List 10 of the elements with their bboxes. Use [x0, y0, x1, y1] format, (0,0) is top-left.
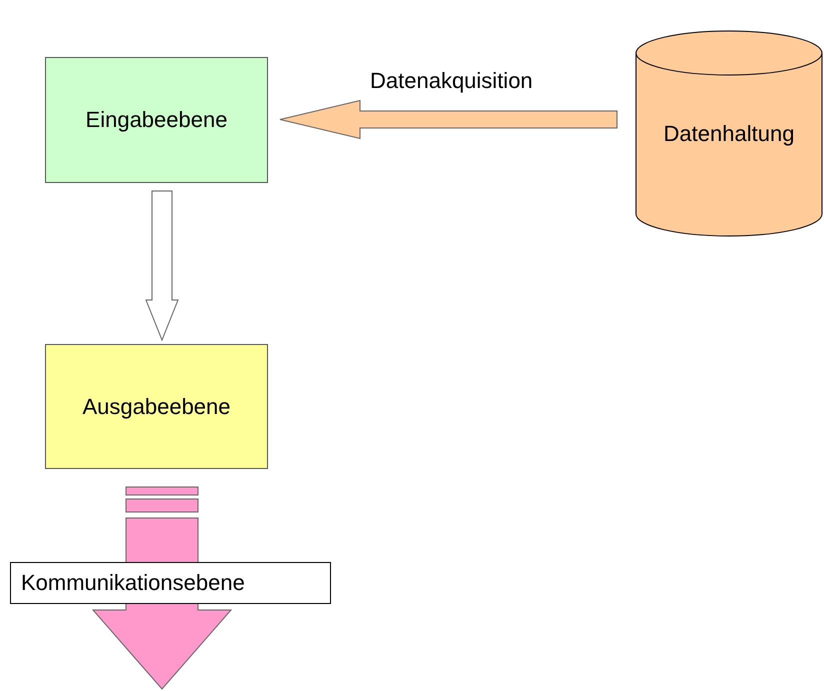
edge-label: Datenakquisition	[370, 68, 533, 94]
node-label: Eingabeebene	[86, 107, 228, 133]
block-arrow	[280, 100, 618, 140]
node-label: Datenhaltung	[664, 120, 794, 146]
node-label: Ausgabeebene	[82, 394, 231, 420]
process-box	[45, 344, 268, 469]
process-box	[45, 57, 268, 183]
edge-label: Kommunikationsebene	[10, 562, 331, 604]
block-arrow	[92, 486, 232, 690]
block-arrow	[145, 190, 179, 342]
